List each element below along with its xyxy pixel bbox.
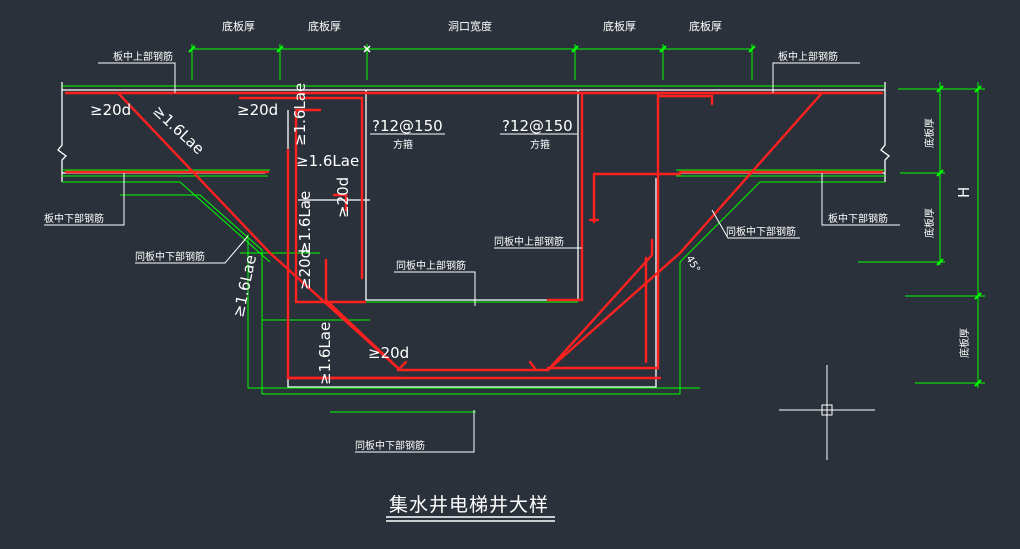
- leader-mid-left: 板中下部钢筋: [44, 212, 104, 225]
- angle-label: 45°: [683, 254, 701, 275]
- anchor-label: ≥1.6Lae: [316, 322, 334, 385]
- dim-right-slab-thick-b: 底板厚: [923, 208, 936, 238]
- rebar-lines: [64, 91, 884, 380]
- drawing-title: 集水井电梯井大样: [389, 494, 549, 516]
- anchor-label: ≥20d: [296, 249, 314, 290]
- anchor-label: ≥1.6Lae: [296, 191, 314, 254]
- anchor-label: ≥1.6Lae: [291, 83, 309, 146]
- leader-lines: [44, 62, 900, 453]
- dim-slab-thick-4: 底板厚: [689, 19, 722, 33]
- leader-top-left: 板中上部钢筋: [113, 50, 173, 63]
- leader-same-right: 同板中下部钢筋: [726, 225, 796, 238]
- leader-mid-right: 板中下部钢筋: [828, 212, 888, 225]
- tie-note-right-sub: 方箍: [530, 138, 550, 151]
- dim-opening-width: 洞口宽度: [448, 19, 492, 33]
- tie-note-right: ?12@150: [502, 117, 573, 135]
- anchor-label: ≥1.6Lae: [229, 253, 260, 319]
- leader-same-upper-mid: 同板中上部钢筋: [494, 235, 564, 248]
- anchor-label: ≥20d: [334, 177, 352, 218]
- top-dimension-line: [191, 44, 753, 80]
- anchor-label: ≥20d: [368, 344, 409, 362]
- leader-same-left: 同板中下部钢筋: [135, 250, 205, 263]
- dim-slab-thick-3: 底板厚: [603, 19, 636, 33]
- dim-right-slab-thick-a: 底板厚: [923, 118, 936, 148]
- ucs-crosshair-icon: [779, 365, 875, 460]
- dim-right-slab-thick-c: 底板厚: [958, 328, 971, 358]
- dim-right-h: H: [955, 187, 973, 198]
- leader-same-bottom: 同板中下部钢筋: [355, 439, 425, 452]
- anchor-label: ≥1.6Lae: [296, 152, 359, 170]
- concrete-lines: [62, 85, 885, 413]
- leader-same-upper-center: 同板中上部钢筋: [396, 259, 466, 272]
- tie-note-left: ?12@150: [372, 117, 443, 135]
- dim-slab-thick-1: 底板厚: [222, 19, 255, 33]
- dim-slab-thick-2: 底板厚: [308, 19, 341, 33]
- anchor-label: ≥20d: [90, 101, 131, 119]
- tie-note-left-sub: 方箍: [393, 138, 413, 151]
- right-dimension-chain: [858, 82, 985, 388]
- anchor-label: ≥20d: [237, 101, 278, 119]
- leader-top-right: 板中上部钢筋: [778, 50, 838, 63]
- anchor-label: ≥1.6Lae: [149, 102, 207, 158]
